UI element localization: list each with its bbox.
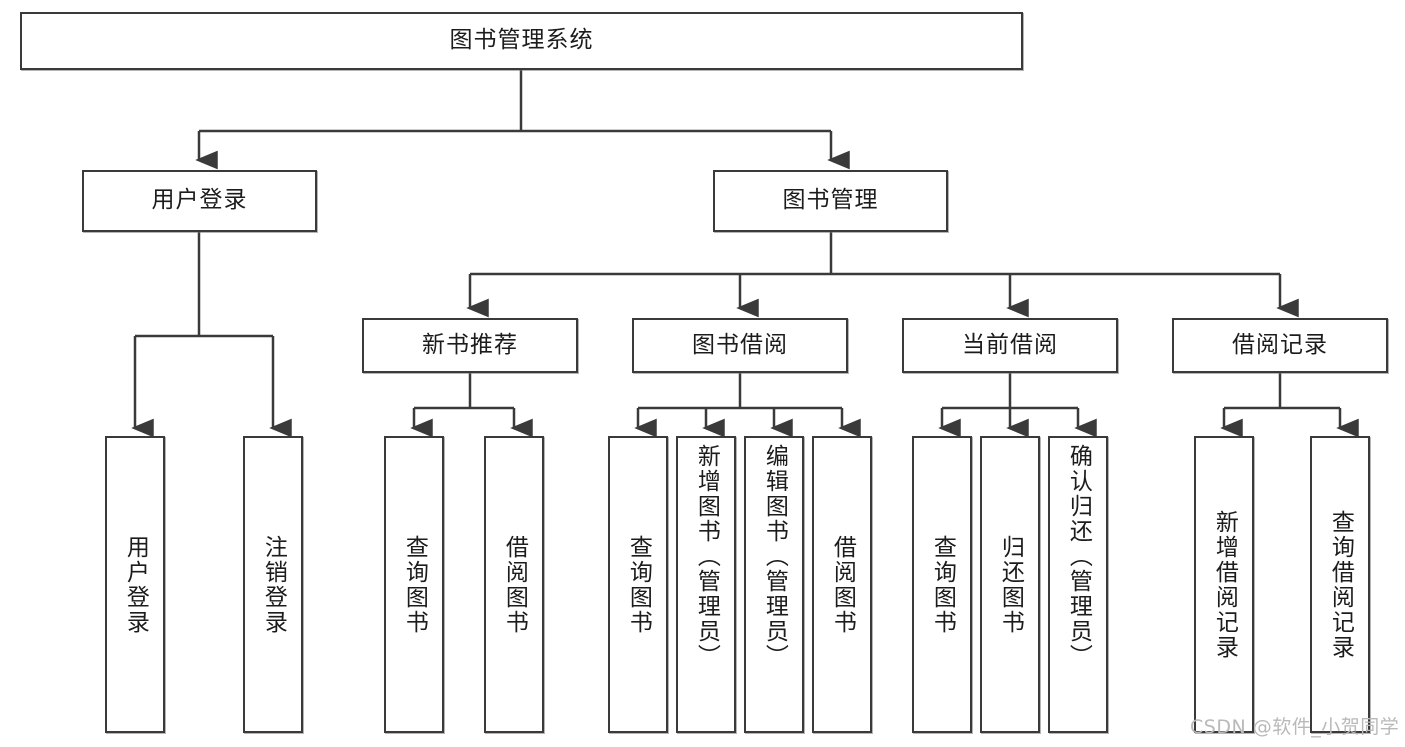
leaf-edit-book-label: 编辑图书（管理员） bbox=[761, 444, 788, 669]
node-root-label: 图书管理系统 bbox=[449, 27, 594, 54]
leaf-query-record[interactable]: 查询借阅记录 bbox=[1310, 436, 1370, 733]
node-user-login-label: 用户登录 bbox=[151, 187, 248, 214]
leaf-query-book-3[interactable]: 查询图书 bbox=[912, 436, 972, 733]
leaf-user-login-label: 用户登录 bbox=[122, 534, 149, 635]
node-book-management-label: 图书管理 bbox=[782, 187, 879, 214]
leaf-query-record-label: 查询借阅记录 bbox=[1327, 509, 1354, 660]
leaf-query-book-3-label: 查询图书 bbox=[929, 534, 956, 635]
node-new-book-recommend[interactable]: 新书推荐 bbox=[362, 318, 578, 373]
leaf-confirm-return[interactable]: 确认归还（管理员） bbox=[1048, 436, 1108, 733]
leaf-user-logout-label: 注销登录 bbox=[260, 534, 287, 635]
leaf-user-login[interactable]: 用户登录 bbox=[105, 436, 165, 733]
leaf-query-book-2[interactable]: 查询图书 bbox=[608, 436, 668, 733]
leaf-borrow-book-1[interactable]: 借阅图书 bbox=[484, 436, 544, 733]
leaf-edit-book[interactable]: 编辑图书（管理员） bbox=[744, 436, 804, 733]
node-current-borrow-label: 当前借阅 bbox=[962, 331, 1058, 358]
node-borrow-record[interactable]: 借阅记录 bbox=[1172, 318, 1388, 373]
leaf-add-record-label: 新增借阅记录 bbox=[1211, 509, 1238, 660]
node-book-borrow[interactable]: 图书借阅 bbox=[632, 318, 848, 373]
leaf-borrow-book-1-label: 借阅图书 bbox=[501, 534, 528, 635]
node-root[interactable]: 图书管理系统 bbox=[20, 12, 1023, 70]
leaf-borrow-book-2-label: 借阅图书 bbox=[829, 534, 856, 635]
leaf-return-book[interactable]: 归还图书 bbox=[980, 436, 1040, 733]
leaf-query-book-2-label: 查询图书 bbox=[625, 534, 652, 635]
node-book-management[interactable]: 图书管理 bbox=[713, 170, 948, 232]
leaf-add-record[interactable]: 新增借阅记录 bbox=[1194, 436, 1254, 733]
watermark-text: CSDN @软件_小贺同学 bbox=[1190, 716, 1400, 738]
node-current-borrow[interactable]: 当前借阅 bbox=[902, 318, 1118, 373]
node-borrow-record-label: 借阅记录 bbox=[1232, 331, 1328, 358]
leaf-query-book-1-label: 查询图书 bbox=[401, 534, 428, 635]
leaf-confirm-return-label: 确认归还（管理员） bbox=[1065, 444, 1092, 669]
leaf-return-book-label: 归还图书 bbox=[997, 534, 1024, 635]
leaf-query-book-1[interactable]: 查询图书 bbox=[384, 436, 444, 733]
leaf-user-logout[interactable]: 注销登录 bbox=[243, 436, 303, 733]
leaf-add-book[interactable]: 新增图书（管理员） bbox=[676, 436, 736, 733]
leaf-add-book-label: 新增图书（管理员） bbox=[693, 444, 720, 669]
node-user-login[interactable]: 用户登录 bbox=[82, 170, 317, 232]
node-new-book-recommend-label: 新书推荐 bbox=[422, 331, 518, 358]
leaf-borrow-book-2[interactable]: 借阅图书 bbox=[812, 436, 872, 733]
node-book-borrow-label: 图书借阅 bbox=[692, 331, 788, 358]
